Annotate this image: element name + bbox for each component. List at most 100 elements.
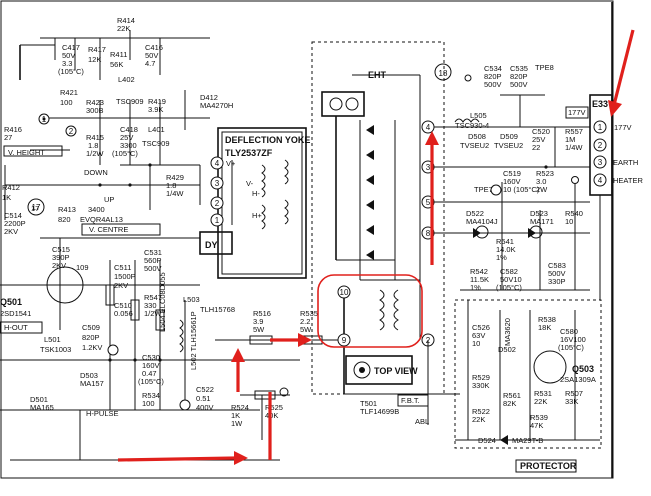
svg-text:R421: R421 bbox=[60, 88, 78, 97]
svg-text:18K: 18K bbox=[538, 323, 551, 332]
svg-text:D503: D503 bbox=[80, 371, 98, 380]
svg-text:C580: C580 bbox=[560, 327, 578, 336]
arrow-vertical-r524-head bbox=[231, 348, 245, 362]
h-pulse-label: H-PULSE bbox=[86, 409, 119, 418]
fbt-pin-8: 8 bbox=[426, 229, 431, 238]
svg-text:R539: R539 bbox=[530, 413, 548, 422]
svg-text:R547: R547 bbox=[144, 293, 162, 302]
connector-pin-2: 2 bbox=[598, 141, 603, 150]
h-out-label: H-OUT bbox=[4, 323, 28, 332]
svg-text:56K: 56K bbox=[110, 60, 123, 69]
svg-text:1.2KV: 1.2KV bbox=[82, 343, 102, 352]
arrow-e33-head bbox=[608, 100, 622, 117]
v-centre-label: V. CENTRE bbox=[89, 225, 128, 234]
svg-text:2KV: 2KV bbox=[52, 261, 66, 270]
fbt-pin-3: 3 bbox=[426, 163, 431, 172]
svg-text:560P: 560P bbox=[144, 256, 162, 265]
svg-text:82K: 82K bbox=[503, 399, 516, 408]
svg-text:MA157: MA157 bbox=[80, 379, 104, 388]
svg-text:D509: D509 bbox=[500, 132, 518, 141]
svg-text:R429: R429 bbox=[166, 173, 184, 182]
e33-voltage-pin: 177V bbox=[614, 123, 632, 132]
earth-label: EARTH bbox=[613, 158, 638, 167]
svg-text:160V: 160V bbox=[503, 177, 521, 186]
svg-text:12K: 12K bbox=[88, 55, 101, 64]
svg-text:C511: C511 bbox=[114, 263, 131, 272]
svg-text:5W: 5W bbox=[253, 325, 265, 334]
svg-text:(105°C): (105°C) bbox=[138, 377, 164, 386]
svg-text:17: 17 bbox=[31, 204, 39, 213]
svg-text:2200P: 2200P bbox=[4, 219, 26, 228]
yoke-pin-2: 2 bbox=[215, 199, 220, 208]
svg-text:500V: 500V bbox=[548, 269, 566, 278]
svg-text:820P: 820P bbox=[510, 72, 528, 81]
svg-text:R529: R529 bbox=[472, 373, 490, 382]
svg-text:4.7: 4.7 bbox=[145, 59, 155, 68]
svg-text:500V: 500V bbox=[510, 80, 528, 89]
eht-label: EHT bbox=[368, 70, 387, 80]
svg-text:330K: 330K bbox=[472, 381, 490, 390]
svg-text:25V: 25V bbox=[120, 133, 133, 142]
fbt-pin-9: 9 bbox=[342, 336, 347, 345]
svg-text:27: 27 bbox=[4, 133, 12, 142]
e33-connector bbox=[565, 94, 613, 196]
svg-text:3300: 3300 bbox=[120, 141, 137, 150]
svg-text:1.8: 1.8 bbox=[166, 181, 176, 190]
svg-text:1K: 1K bbox=[2, 193, 11, 202]
svg-text:50V10: 50V10 bbox=[500, 275, 522, 284]
svg-text:160V: 160V bbox=[142, 361, 160, 370]
connector-pin-3: 3 bbox=[598, 158, 603, 167]
svg-text:R522: R522 bbox=[472, 407, 490, 416]
arrow-e33 bbox=[612, 29, 635, 106]
svg-text:500V: 500V bbox=[484, 80, 502, 89]
svg-text:22K: 22K bbox=[117, 24, 130, 33]
svg-text:R541: R541 bbox=[496, 237, 514, 246]
svg-text:TLH15768: TLH15768 bbox=[200, 305, 235, 314]
svg-text:100: 100 bbox=[60, 98, 73, 107]
yoke-pin-3: 3 bbox=[215, 179, 220, 188]
svg-text:C535: C535 bbox=[510, 64, 528, 73]
misc-pin-2: 2 bbox=[69, 127, 74, 136]
r414-label: R414 bbox=[117, 16, 135, 25]
svg-text:(105°C): (105°C) bbox=[112, 149, 138, 158]
svg-text:10: 10 bbox=[472, 339, 480, 348]
svg-text:R535: R535 bbox=[300, 309, 318, 318]
svg-text:R534: R534 bbox=[142, 391, 160, 400]
yoke-title: DEFLECTION YOKE bbox=[225, 135, 310, 145]
svg-text:Q501: Q501 bbox=[0, 297, 22, 307]
svg-text:11.5K: 11.5K bbox=[470, 275, 489, 284]
svg-text:R557: R557 bbox=[565, 127, 583, 136]
svg-text:L401: L401 bbox=[148, 125, 165, 134]
svg-text:10: 10 bbox=[565, 217, 573, 226]
svg-text:3.3: 3.3 bbox=[62, 59, 72, 68]
e33-label: E33 bbox=[592, 99, 608, 109]
svg-text:TSC909: TSC909 bbox=[116, 97, 144, 106]
yoke-pin-1: 1 bbox=[215, 216, 220, 225]
heater-label: HEATER bbox=[613, 176, 643, 185]
fbt-pin-5: 5 bbox=[426, 198, 431, 207]
svg-text:C530: C530 bbox=[142, 353, 160, 362]
svg-text:2SA1309A: 2SA1309A bbox=[560, 375, 596, 384]
svg-text:C583: C583 bbox=[548, 261, 566, 270]
svg-text:1M: 1M bbox=[565, 135, 575, 144]
svg-text:1/4W: 1/4W bbox=[565, 143, 583, 152]
yoke-coil-hplus: H+ bbox=[252, 211, 262, 220]
svg-text:1W: 1W bbox=[231, 419, 243, 428]
svg-text:22: 22 bbox=[532, 143, 540, 152]
svg-text:3.9: 3.9 bbox=[253, 317, 263, 326]
svg-text:C519: C519 bbox=[503, 169, 521, 178]
svg-text:L402: L402 bbox=[118, 75, 135, 84]
svg-text:0.51: 0.51 bbox=[196, 394, 211, 403]
svg-text:1.8: 1.8 bbox=[88, 141, 98, 150]
svg-text:(105°C): (105°C) bbox=[496, 283, 522, 292]
yoke-coil-vminus: V- bbox=[246, 179, 254, 188]
svg-text:100: 100 bbox=[142, 399, 155, 408]
arrow-bottom-left-head bbox=[234, 451, 248, 465]
svg-text:50V: 50V bbox=[62, 51, 75, 60]
svg-text:R413: R413 bbox=[58, 205, 76, 214]
svg-text:820P: 820P bbox=[82, 333, 100, 342]
tpe7-label: TPE7 bbox=[474, 185, 493, 194]
svg-text:C416: C416 bbox=[145, 43, 163, 52]
svg-text:MA3620: MA3620 bbox=[503, 318, 512, 346]
svg-text:TVSEU2: TVSEU2 bbox=[460, 141, 489, 150]
